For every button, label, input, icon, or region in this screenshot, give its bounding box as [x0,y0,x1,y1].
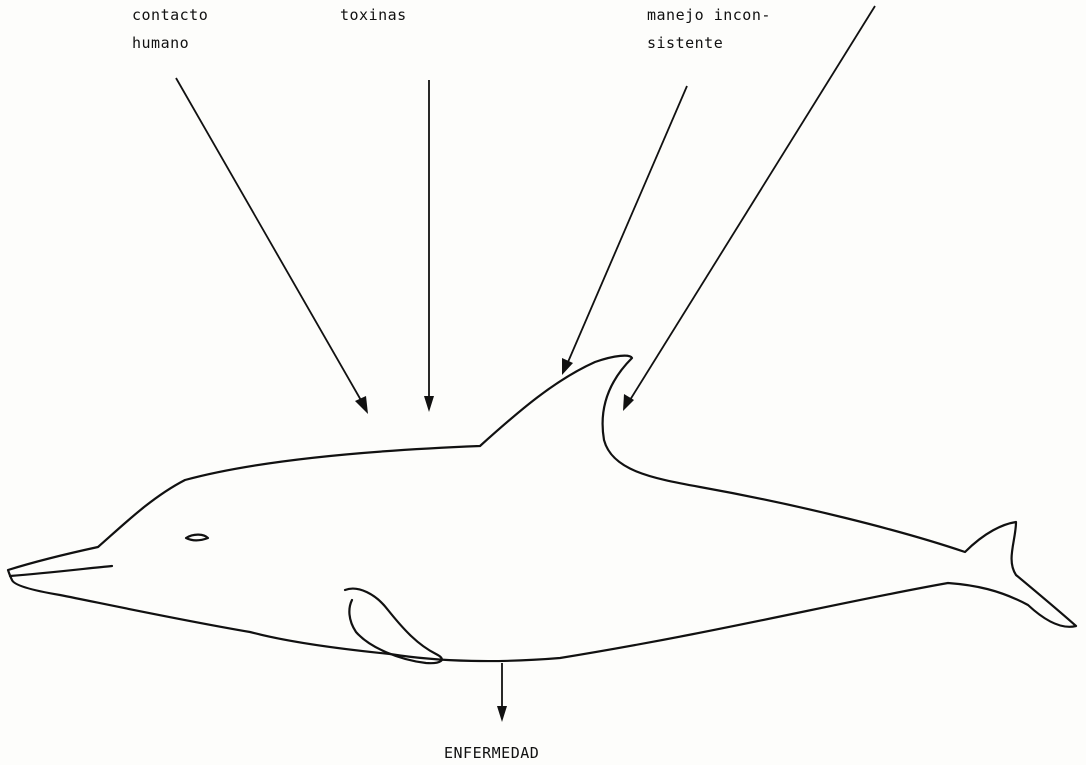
dolphin-mouth-line [10,566,112,576]
dolphin-eye [186,535,208,541]
label-contacto-line2: humano [132,34,189,52]
arrow-manejo-inconsistente [562,86,687,375]
label-enfermedad: ENFERMEDAD [444,744,539,762]
label-toxinas: toxinas [340,6,407,24]
label-manejo-line1: manejo incon- [647,6,771,24]
arrow-toxinas [424,80,434,412]
arrow-contacto-humano [176,78,368,414]
label-contacto-line1: contacto [132,6,208,24]
dolphin-pectoral-flipper [345,589,442,664]
arrow-unlabeled-right [623,6,875,411]
dolphin-body-outline [8,356,1076,661]
arrow-enfermedad [497,663,507,722]
dolphin-illustration [8,356,1076,663]
label-manejo-line2: sistente [647,34,723,52]
